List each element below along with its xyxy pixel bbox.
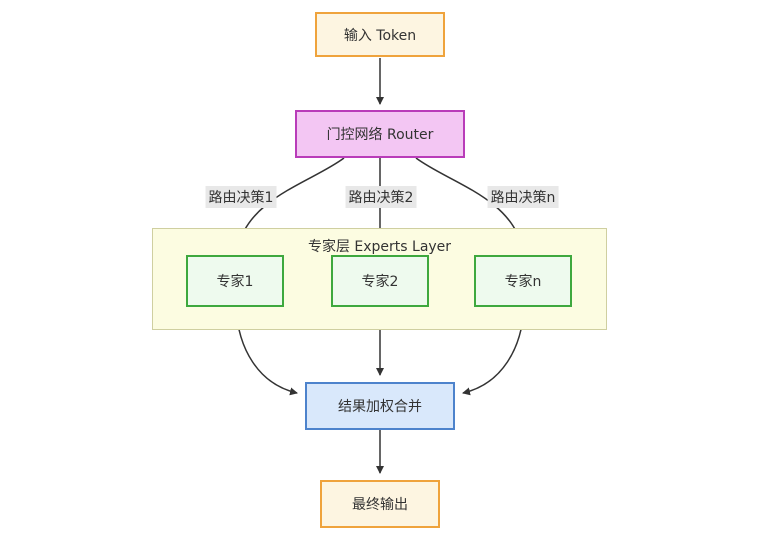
node-input-token-label: 输入 Token [343,27,417,44]
node-expert1: 专家1 [186,255,284,307]
node-expert2: 专家2 [331,255,429,307]
node-expert1-label: 专家1 [216,274,254,290]
node-router: 门控网络 Router [295,110,465,158]
edge-label-routing-decision-1: 路由决策1 [205,186,277,208]
node-input-token: 输入 Token [315,12,445,57]
node-expert-n-label: 专家n [504,274,542,290]
node-router-label: 门控网络 Router [326,127,434,143]
edge-label-routing-decision-2: 路由决策2 [345,186,417,208]
node-merge: 结果加权合并 [305,382,455,430]
experts-layer-title: 专家层 Experts Layer [307,239,452,255]
node-merge-label: 结果加权合并 [338,399,422,415]
node-expert2-label: 专家2 [361,274,399,290]
node-expert-n: 专家n [474,255,572,307]
node-final-output-label: 最终输出 [352,497,408,513]
edge-label-routing-decision-n: 路由决策n [487,186,559,208]
node-final-output: 最终输出 [320,480,440,528]
